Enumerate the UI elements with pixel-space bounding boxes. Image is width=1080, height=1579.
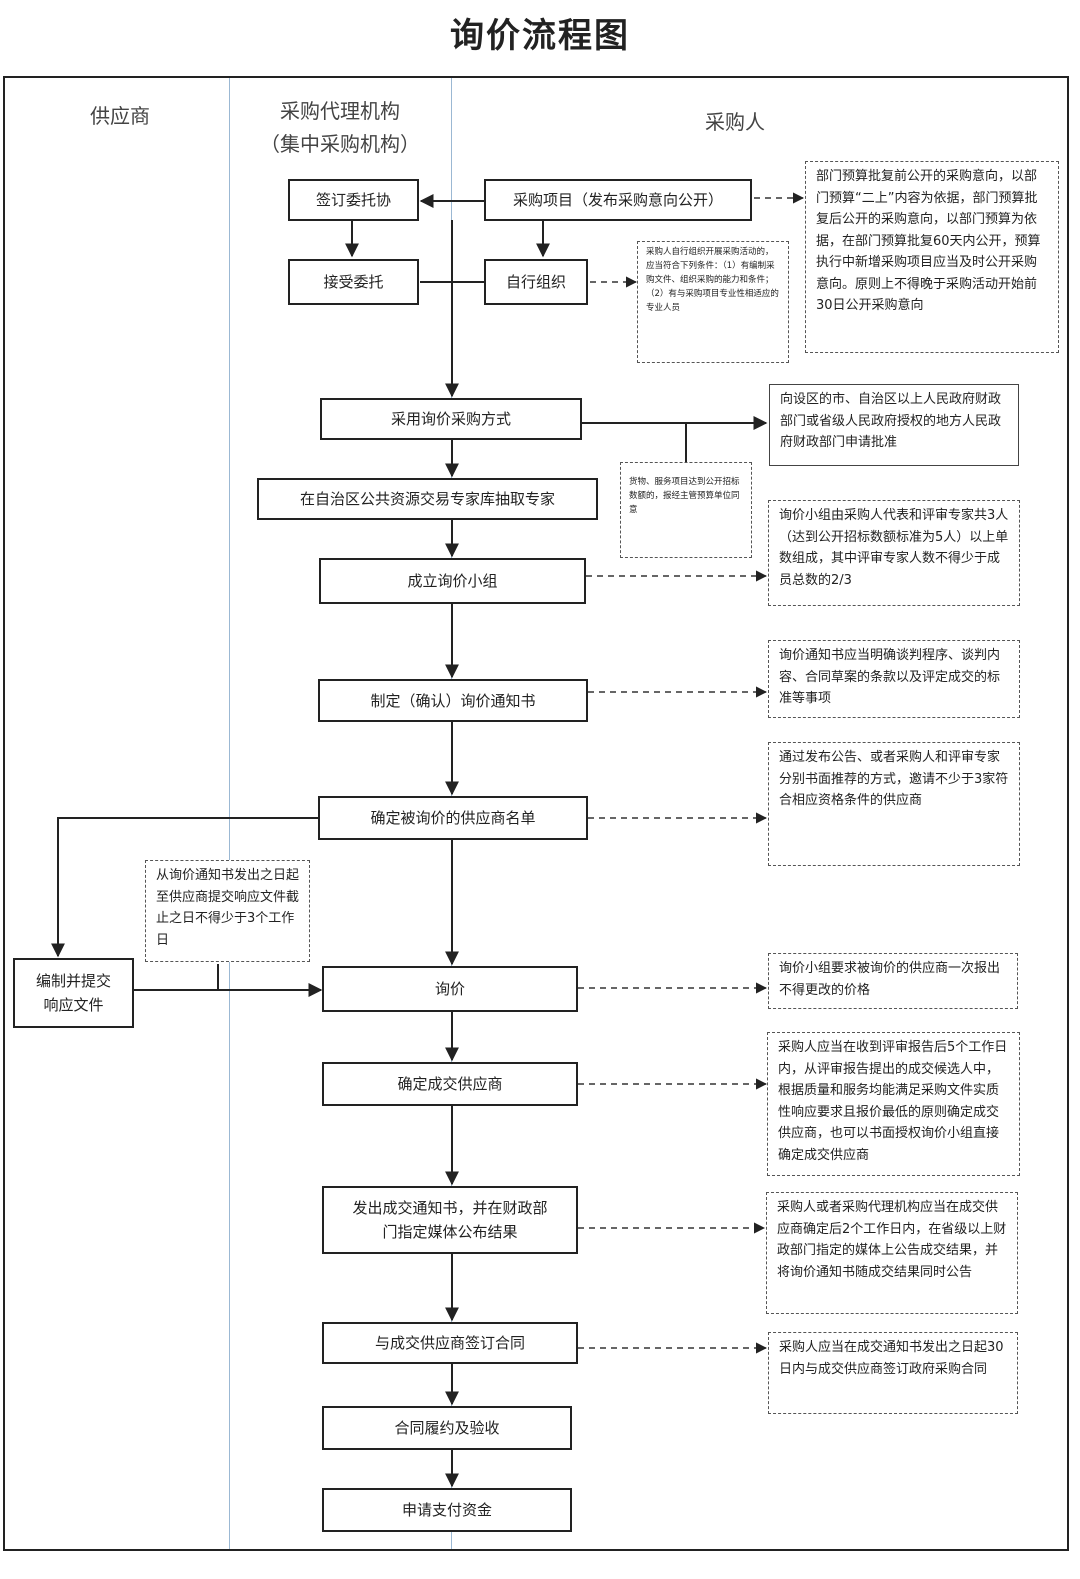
step-perform-accept: 合同履约及验收 xyxy=(322,1406,572,1450)
lane-title-purchaser: 采购人 xyxy=(705,110,765,134)
step-inquiry: 询价 xyxy=(322,966,578,1012)
note-five-days: 采购人应当在收到评审报告后5个工作日内，从评审报告提出的成交候选人中，根据质量和… xyxy=(767,1032,1020,1176)
step-prepare-response-line2: 响应文件 xyxy=(43,996,104,1014)
page-title: 询价流程图 xyxy=(450,16,630,56)
lane-title-agency: 采购代理机构 xyxy=(280,99,400,123)
step-confirm-suppliers: 确定被询价的供应商名单 xyxy=(318,796,588,840)
note-thirty-days: 采购人应当在成交通知书发出之日起30日内与成交供应商签订政府采购合同 xyxy=(768,1332,1018,1414)
note-invite: 通过发布公告、或者采购人和评审专家分别书面推荐的方式，邀请不少于3家符合相应资格… xyxy=(768,742,1020,866)
step-adopt-inquiry: 采用询价采购方式 xyxy=(320,398,582,440)
step-issue-notice: 发出成交通知书，并在财政部 门指定媒体公布结果 xyxy=(322,1186,578,1254)
note-group: 询价小组由采购人代表和评审专家共3人（达到公开招标数额标准为5人）以上单数组成，… xyxy=(768,500,1020,606)
step-issue-notice-line2: 门指定媒体公布结果 xyxy=(382,1223,518,1241)
note-intention: 部门预算批复前公开的采购意向，以部门预算“二上”内容为依据，部门预算批复后公开的… xyxy=(805,161,1059,353)
lane-divider-supplier xyxy=(229,78,230,1549)
step-issue-notice-line1: 发出成交通知书，并在财政部 xyxy=(352,1199,548,1217)
note-goods-service: 货物、服务项目达到公开招标数额的，报经主管预算单位同意 xyxy=(620,462,752,558)
step-self-organize: 自行组织 xyxy=(484,259,588,305)
note-notice-content: 询价通知书应当明确谈判程序、谈判内容、合同草案的条款以及评定成交的标准等事项 xyxy=(768,640,1020,718)
note-deadline: 从询价通知书发出之日起至供应商提交响应文件截止之日不得少于3个工作日 xyxy=(145,860,310,962)
step-prepare-response: 编制并提交 响应文件 xyxy=(13,958,134,1028)
step-apply-payment: 申请支付资金 xyxy=(322,1488,572,1532)
step-procurement-project: 采购项目（发布采购意向公开） xyxy=(484,179,752,221)
step-form-group: 成立询价小组 xyxy=(319,558,586,604)
lane-title-agency-sub: （集中采购机构） xyxy=(260,132,420,156)
step-draw-experts: 在自治区公共资源交易专家库抽取专家 xyxy=(257,478,598,520)
step-prepare-response-line1: 编制并提交 xyxy=(35,972,111,990)
note-self-organize: 采购人自行组织开展采购活动的，应当符合下列条件：（1）有编制采购文件、组织采购的… xyxy=(637,241,789,363)
note-one-price: 询价小组要求被询价的供应商一次报出不得更改的价格 xyxy=(768,953,1018,1009)
step-make-notice: 制定（确认）询价通知书 xyxy=(318,679,588,722)
diagram-frame xyxy=(3,76,1069,1551)
step-sign-entrust: 签订委托协 xyxy=(288,179,419,221)
lane-title-supplier: 供应商 xyxy=(90,104,150,128)
step-confirm-winner: 确定成交供应商 xyxy=(322,1062,578,1106)
note-approval: 向设区的市、自治区以上人民政府财政部门或省级人民政府授权的地方人民政府财政部门申… xyxy=(769,384,1019,466)
step-sign-contract: 与成交供应商签订合同 xyxy=(322,1322,578,1364)
note-two-days: 采购人或者采购代理机构应当在成交供应商确定后2个工作日内，在省级以上财政部门指定… xyxy=(766,1192,1018,1314)
step-accept-entrust: 接受委托 xyxy=(288,259,419,305)
